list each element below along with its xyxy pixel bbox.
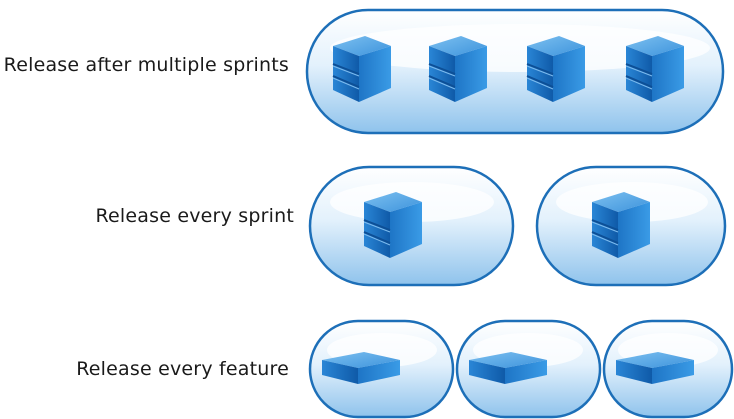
row-multiple-sprints-container — [305, 8, 725, 135]
label-release-after-multiple-sprints: Release after multiple sprints — [3, 54, 289, 76]
label-release-every-sprint: Release every sprint — [95, 205, 294, 227]
label-release-every-feature: Release every feature — [76, 358, 289, 380]
